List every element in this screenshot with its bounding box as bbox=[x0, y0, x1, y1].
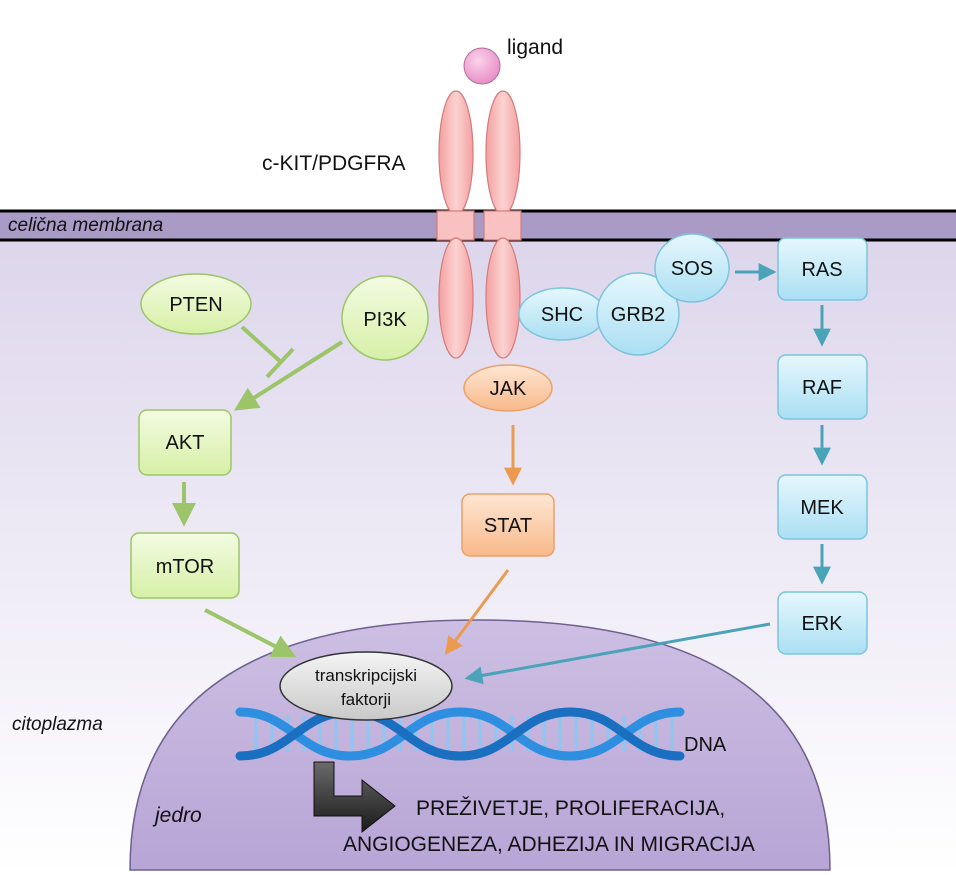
expression-arrow bbox=[313, 761, 396, 834]
sos-label: SOS bbox=[671, 258, 713, 280]
stat-label: STAT bbox=[484, 515, 532, 537]
grb2-node bbox=[596, 272, 680, 356]
mtor-label: mTOR bbox=[156, 556, 215, 578]
pten-inhibition-bar bbox=[265, 347, 295, 379]
mek-node bbox=[777, 474, 868, 540]
shc-label: SHC bbox=[541, 304, 583, 326]
mek-label: MEK bbox=[800, 497, 844, 519]
transcription-label-line2: faktorji bbox=[341, 690, 391, 709]
erk-to-tf-arrow bbox=[464, 622, 771, 685]
nucleus-label: jedro bbox=[152, 804, 202, 827]
pi3k-to-akt-arrow bbox=[233, 340, 344, 411]
jak-label: JAK bbox=[490, 378, 527, 400]
pten-inhibition-line bbox=[240, 325, 284, 365]
transcription-label-line1: transkripcijski bbox=[315, 666, 417, 685]
sos-node bbox=[654, 233, 730, 303]
receptor-right-transmembrane bbox=[483, 210, 522, 241]
receptor-right-intracellular bbox=[485, 237, 521, 359]
receptor-left-intracellular bbox=[438, 237, 474, 359]
erk-node bbox=[777, 591, 868, 655]
transcription-factors bbox=[279, 651, 453, 721]
receptor-left-transmembrane bbox=[436, 210, 475, 241]
membrane-label: celična membrana bbox=[8, 215, 163, 236]
ligand-label: ligand bbox=[507, 36, 563, 59]
receptor-left-extracellular bbox=[438, 90, 474, 216]
receptor-label: c-KIT/PDGFRA bbox=[262, 152, 406, 175]
akt-label: AKT bbox=[166, 432, 205, 454]
pten-label: PTEN bbox=[169, 294, 222, 316]
receptor-dimer bbox=[436, 90, 522, 359]
ras-node bbox=[777, 237, 868, 301]
dna-helix bbox=[235, 707, 685, 761]
pi3k-label: PI3K bbox=[363, 309, 407, 331]
dna-strand-2 bbox=[235, 707, 685, 761]
cytoplasm-label: citoplazma bbox=[12, 714, 103, 735]
mtor-to-tf-arrow bbox=[204, 608, 297, 658]
outcome-line-1: PREŽIVETJE, PROLIFERACIJA, bbox=[416, 797, 725, 820]
ras-label: RAS bbox=[801, 259, 842, 281]
ligand bbox=[463, 47, 501, 85]
pi3k-node bbox=[341, 275, 429, 361]
jak-node bbox=[463, 364, 553, 412]
stat-node bbox=[461, 493, 555, 557]
erk-label: ERK bbox=[801, 613, 843, 635]
pten-node bbox=[140, 273, 252, 335]
outcome-line-2: ANGIOGENEZA, ADHEZIJA IN MIGRACIJA bbox=[343, 833, 755, 856]
cell-membrane bbox=[0, 211, 956, 240]
dna-label: DNA bbox=[684, 734, 727, 756]
stat-to-tf-arrow bbox=[444, 569, 510, 655]
akt-node bbox=[138, 409, 232, 476]
receptor-right-extracellular bbox=[485, 90, 521, 216]
dna-strand-1 bbox=[235, 707, 685, 761]
mtor-node bbox=[130, 532, 240, 599]
raf-label: RAF bbox=[802, 377, 842, 399]
raf-node bbox=[777, 354, 868, 420]
grb2-label: GRB2 bbox=[611, 304, 665, 326]
